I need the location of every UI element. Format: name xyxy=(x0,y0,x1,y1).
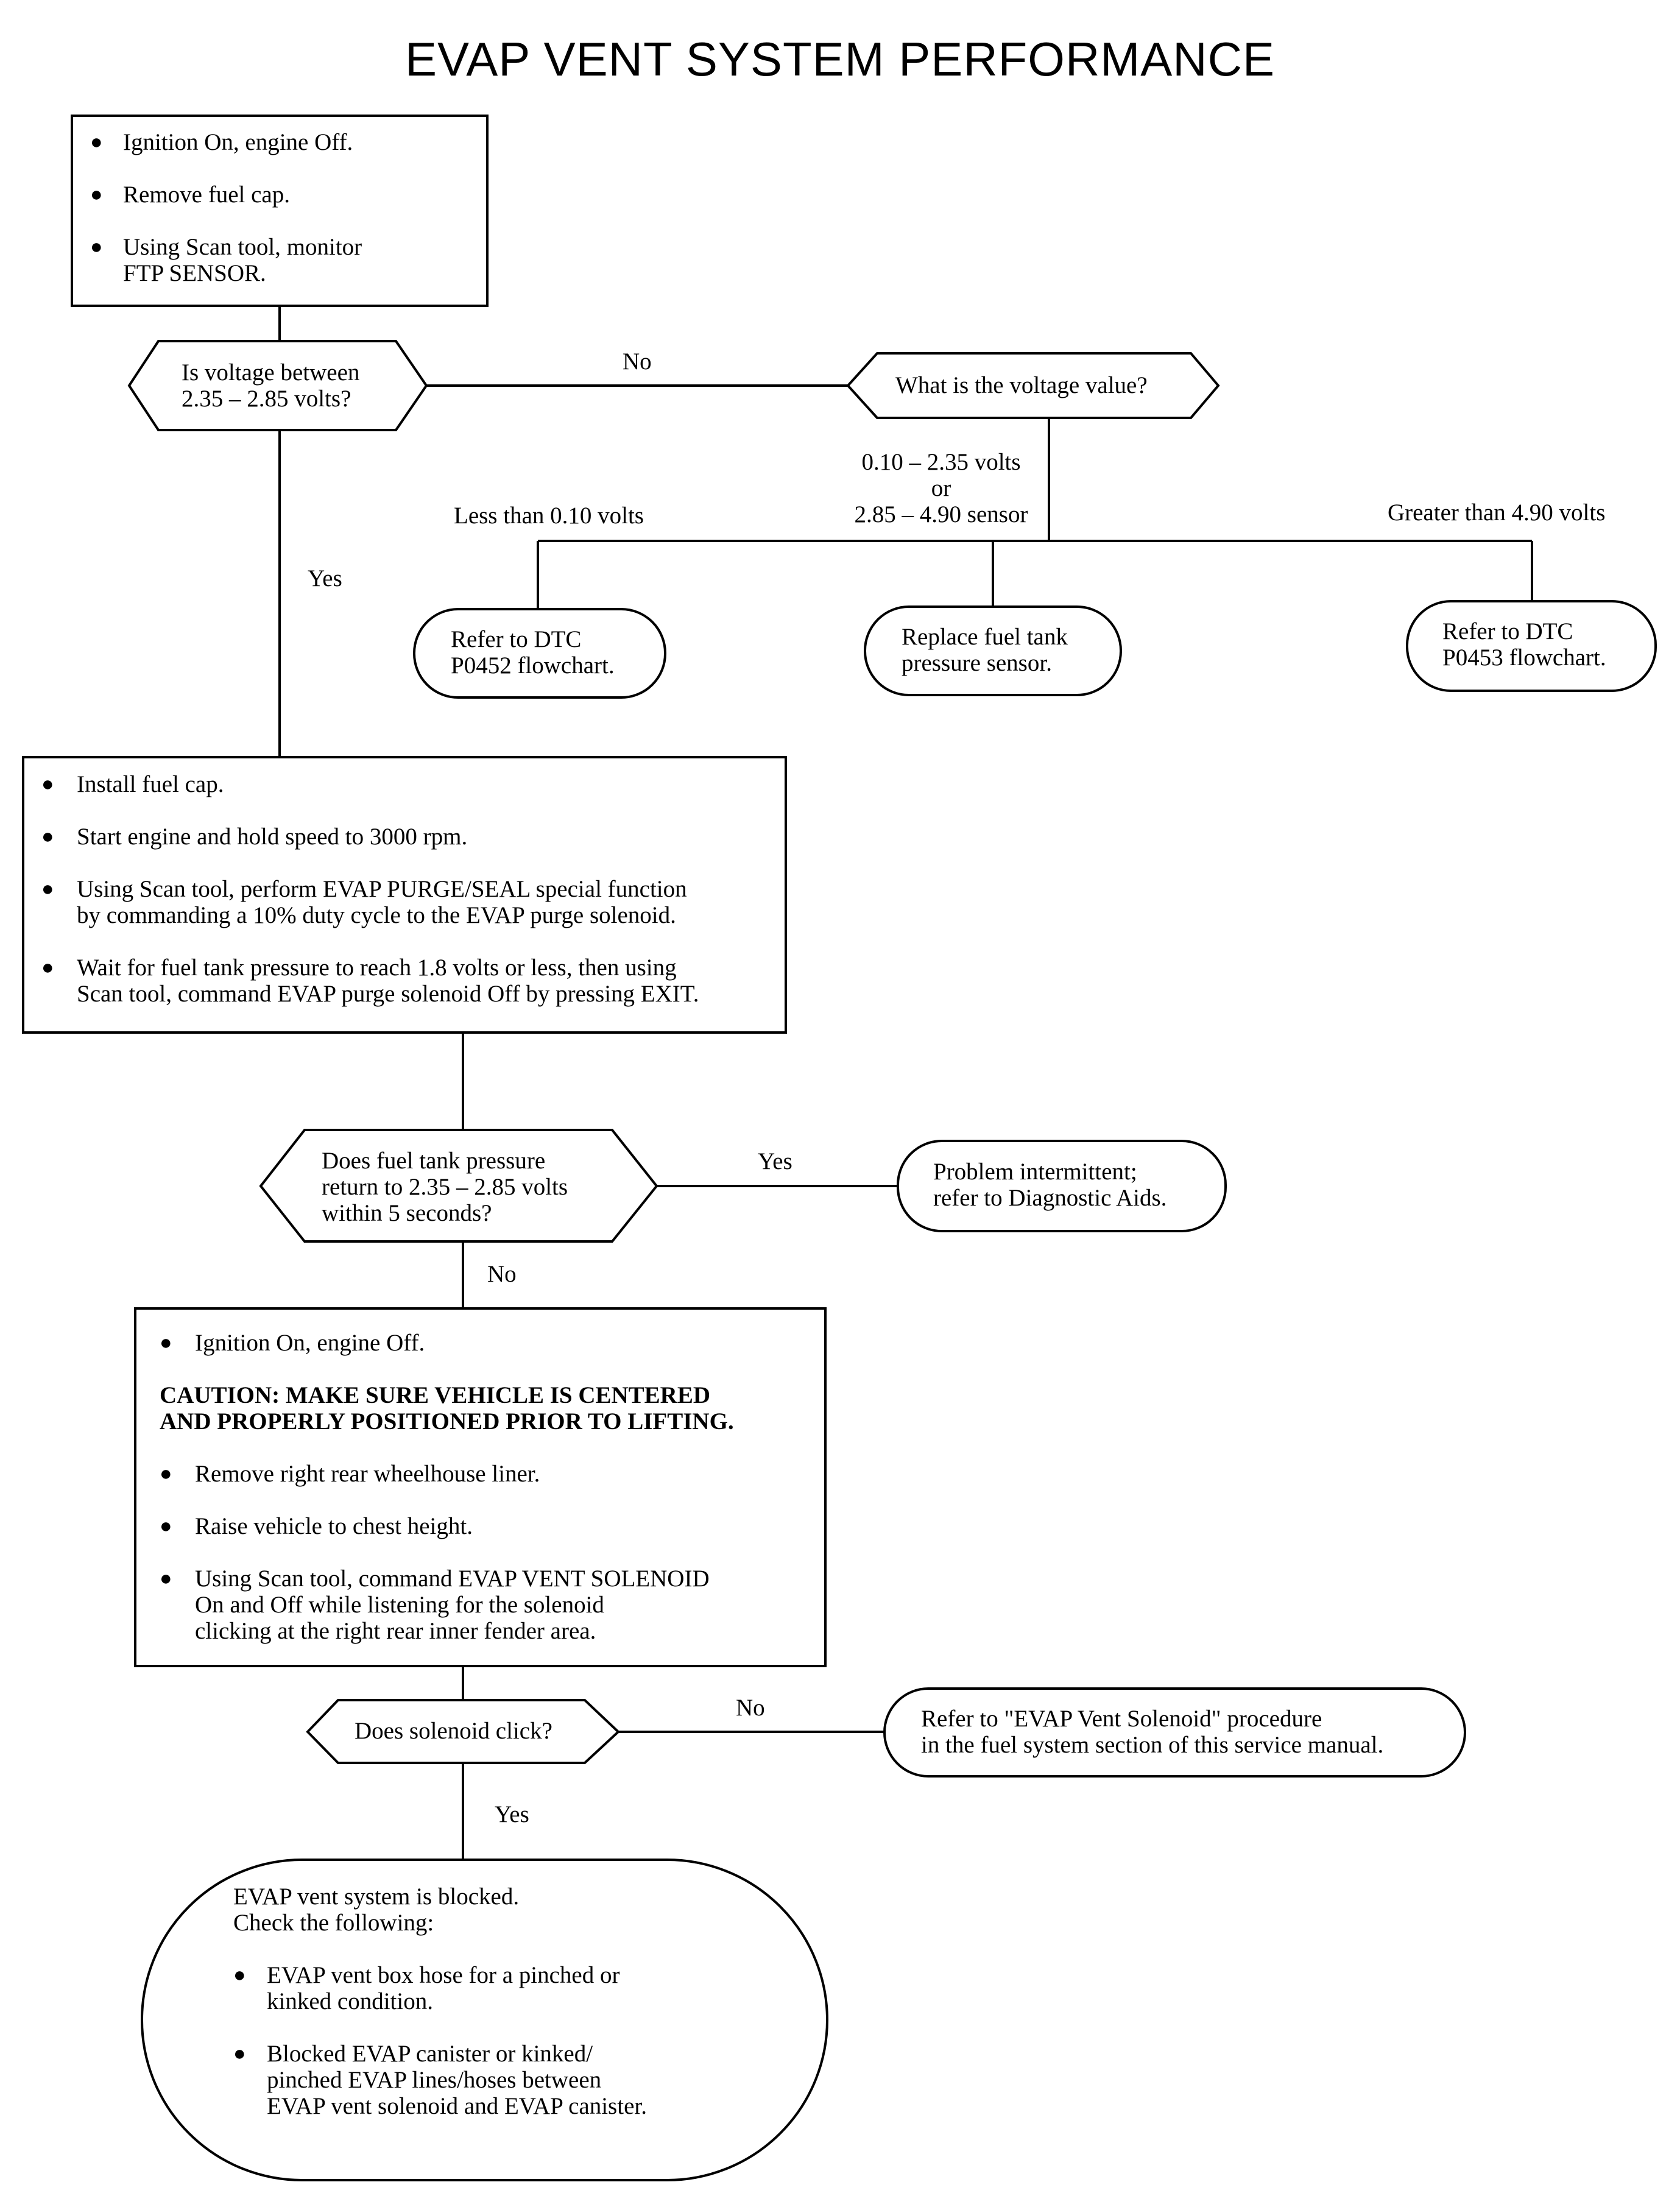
final-item-text: Blocked EVAP canister or kinked/ pinched… xyxy=(267,2041,647,2119)
decision1-shape xyxy=(127,340,428,431)
final-box-shape xyxy=(141,1859,828,2181)
final-item-text: EVAP vent box hose for a pinched or kink… xyxy=(267,1962,620,2014)
step3-item-text: Raise vehicle to chest height. xyxy=(195,1513,473,1539)
decision2-text: What is the voltage value? xyxy=(895,372,1148,398)
bullet-icon: ● xyxy=(233,1964,246,1986)
decision4-shape xyxy=(306,1699,620,1764)
decision4-no-label: No xyxy=(736,1695,765,1721)
step3-item: ● Using Scan tool, command EVAP VENT SOLE… xyxy=(135,1566,825,1644)
bullet-icon: ● xyxy=(41,825,54,848)
step3-item: ● Raise vehicle to chest height. xyxy=(135,1513,825,1539)
result-high-shape xyxy=(1406,600,1657,692)
bullet-icon: ● xyxy=(41,878,54,900)
decision4-yes-label: Yes xyxy=(495,1801,529,1827)
decision3-yes-label: Yes xyxy=(758,1148,792,1174)
decision2-shape xyxy=(846,352,1220,419)
result-solenoid-shape xyxy=(883,1687,1466,1778)
step2-item-text: Wait for fuel tank pressure to reach 1.8… xyxy=(77,955,699,1007)
step1-box-content: ● Ignition On, engine Off. ● Remove fuel c… xyxy=(72,129,487,286)
step1-item: ● Remove fuel cap. xyxy=(72,182,487,208)
bullet-icon: ● xyxy=(90,131,103,154)
bullet-icon: ● xyxy=(160,1463,172,1485)
step1-item: ● Using Scan tool, monitor FTP SENSOR. xyxy=(72,234,487,286)
step3-item: ● Remove right rear wheelhouse liner. xyxy=(135,1461,825,1487)
step1-item: ● Ignition On, engine Off. xyxy=(72,129,487,155)
final-item: ● Blocked EVAP canister or kinked/ pinche… xyxy=(233,2041,782,2119)
result-intermittent-shape xyxy=(897,1140,1227,1232)
result-solenoid-text: Refer to "EVAP Vent Solenoid" procedure … xyxy=(921,1706,1384,1758)
result-low-text: Refer to DTC P0452 flowchart. xyxy=(451,626,615,679)
step2-box-content: ● Install fuel cap. ● Start engine and hol… xyxy=(23,771,786,1007)
step2-item-text: Start engine and hold speed to 3000 rpm. xyxy=(77,824,468,850)
final-item: ● EVAP vent box hose for a pinched or kin… xyxy=(233,1962,782,2014)
step2-item: ● Wait for fuel tank pressure to reach 1.… xyxy=(23,955,786,1007)
page-title: EVAP VENT SYSTEM PERFORMANCE xyxy=(405,32,1275,86)
result-intermittent-text: Problem intermittent; refer to Diagnosti… xyxy=(933,1159,1167,1211)
step2-box xyxy=(22,756,787,1034)
step2-item: ● Start engine and hold speed to 3000 rpm… xyxy=(23,824,786,850)
bullet-icon: ● xyxy=(41,773,54,796)
branch-low-label: Less than 0.10 volts xyxy=(454,503,644,529)
final-intro-text: EVAP vent system is blocked. Check the f… xyxy=(233,1883,520,1936)
step1-item-text: Remove fuel cap. xyxy=(123,182,290,208)
decision3-text: Does fuel tank pressure return to 2.35 –… xyxy=(322,1148,568,1226)
result-mid-text: Replace fuel tank pressure sensor. xyxy=(902,624,1068,676)
branch-mid-label: 0.10 – 2.35 volts or 2.85 – 4.90 sensor xyxy=(854,449,1028,528)
step2-item-text: Using Scan tool, perform EVAP PURGE/SEAL… xyxy=(77,876,687,928)
final-box-content: EVAP vent system is blocked. Check the f… xyxy=(233,1883,782,2119)
step2-item-text: Install fuel cap. xyxy=(77,771,224,797)
caution-text: CAUTION: MAKE SURE VEHICLE IS CENTERED A… xyxy=(160,1382,734,1435)
bullet-icon: ● xyxy=(41,956,54,979)
step3-item-text: Remove right rear wheelhouse liner. xyxy=(195,1461,540,1487)
step1-item-text: Ignition On, engine Off. xyxy=(123,129,353,155)
decision1-text: Is voltage between 2.35 – 2.85 volts? xyxy=(182,359,360,412)
bullet-icon: ● xyxy=(160,1332,172,1354)
final-list: ● EVAP vent box hose for a pinched or kin… xyxy=(233,1962,782,2119)
bullet-icon: ● xyxy=(160,1567,172,1590)
step2-item: ● Using Scan tool, perform EVAP PURGE/SEA… xyxy=(23,876,786,928)
step2-item: ● Install fuel cap. xyxy=(23,771,786,797)
decision3-no-label: No xyxy=(487,1261,517,1287)
bullet-icon: ● xyxy=(233,2042,246,2065)
bullet-icon: ● xyxy=(160,1515,172,1537)
step3-item-text: Using Scan tool, command EVAP VENT SOLEN… xyxy=(195,1566,710,1644)
decision1-no-label: No xyxy=(623,348,652,375)
branch-high-label: Greater than 4.90 volts xyxy=(1388,500,1606,526)
bullet-icon: ● xyxy=(90,183,103,206)
step3-box xyxy=(134,1307,827,1667)
decision4-text: Does solenoid click? xyxy=(355,1718,552,1744)
decision3-shape xyxy=(259,1129,658,1243)
bullet-icon: ● xyxy=(90,236,103,258)
decision1-yes-label: Yes xyxy=(308,565,342,591)
result-low-shape xyxy=(413,608,666,699)
step3-box-content: ● Ignition On, engine Off. CAUTION: MAKE … xyxy=(135,1330,825,1644)
step3-item-text: Ignition On, engine Off. xyxy=(195,1330,425,1356)
result-high-text: Refer to DTC P0453 flowchart. xyxy=(1442,618,1606,671)
step3-item: ● Ignition On, engine Off. xyxy=(135,1330,825,1356)
step1-item-text: Using Scan tool, monitor FTP SENSOR. xyxy=(123,234,362,286)
result-mid-shape xyxy=(864,605,1122,696)
